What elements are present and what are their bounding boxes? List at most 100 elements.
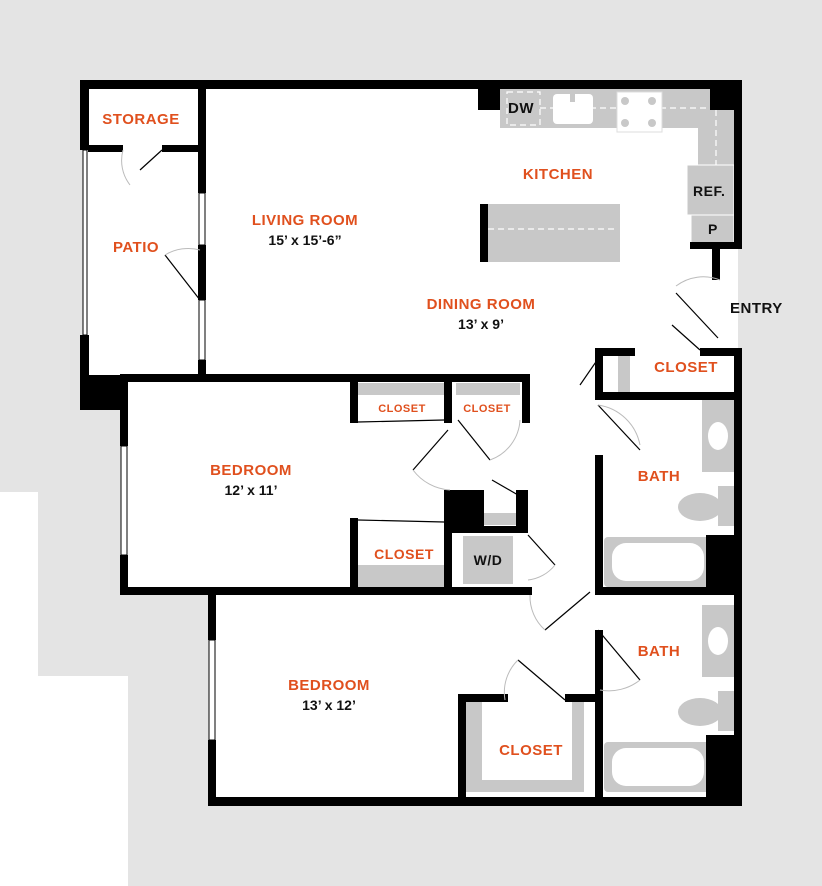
wall [478, 88, 500, 110]
entry-area [738, 280, 748, 346]
window [198, 192, 206, 246]
bath1-fixtures [604, 400, 734, 587]
door [597, 629, 641, 681]
pantry [690, 214, 735, 246]
toilet-tank [718, 691, 734, 731]
bathtub-basin [612, 543, 704, 581]
door [357, 519, 445, 523]
walls [80, 80, 742, 806]
door-swing [529, 594, 546, 631]
bath2-label: BATH [638, 643, 681, 660]
sink [708, 627, 728, 655]
wall [595, 455, 603, 595]
bathtub-basin [612, 748, 704, 786]
dining-room-size: 13’ x 9’ [458, 316, 504, 332]
wall [700, 348, 742, 356]
closet-fixtures [358, 356, 630, 792]
closet-shelf [572, 702, 584, 792]
wall [522, 378, 530, 423]
toilet [678, 698, 722, 726]
wall [706, 735, 742, 805]
window [82, 149, 88, 336]
unit-floor [84, 84, 738, 805]
closet-shelf [618, 356, 630, 392]
wall [198, 88, 206, 193]
bedroom1-closet-a-label: CLOSET [378, 403, 426, 415]
door [164, 254, 201, 301]
wall [208, 797, 742, 806]
bedroom1-closet-b-label: CLOSET [463, 403, 511, 415]
burner [621, 119, 629, 127]
wall [706, 535, 742, 587]
wall [80, 80, 742, 89]
door [597, 404, 641, 451]
wall [350, 518, 358, 593]
windows [82, 149, 216, 741]
door [579, 355, 601, 386]
wall [198, 245, 206, 300]
wall [120, 555, 128, 593]
wall [458, 694, 466, 804]
patio-label: PATIO [113, 239, 159, 256]
wall [595, 348, 635, 356]
wall [80, 80, 89, 150]
room-labels: STORAGE PATIO LIVING ROOM 15’ x 15’-6” KITCH… [102, 100, 782, 759]
wall [444, 490, 452, 590]
stove-burners [621, 97, 656, 127]
wall [565, 694, 597, 702]
wall [350, 378, 358, 423]
pantry-label: P [708, 221, 718, 237]
living-room-size: 15’ x 15’-6” [268, 232, 341, 248]
wall [120, 587, 532, 595]
dining-room-label: DINING ROOM [427, 296, 536, 313]
kitchen-label: KITCHEN [523, 166, 593, 183]
doors [121, 149, 721, 701]
door [457, 419, 491, 461]
bath2-fixtures [604, 605, 734, 792]
closet-shelf [484, 513, 524, 525]
door [357, 419, 445, 423]
burner [648, 119, 656, 127]
bedroom2-size: 13’ x 12’ [302, 697, 356, 713]
wall [458, 694, 508, 702]
bedroom2-closet-label: CLOSET [499, 742, 563, 759]
door-swing [503, 659, 519, 701]
door [527, 534, 556, 566]
wall [208, 740, 216, 805]
door [412, 429, 449, 471]
bedroom1-label: BEDROOM [210, 462, 292, 479]
sink [708, 422, 728, 450]
washer-dryer [463, 536, 513, 584]
door [675, 292, 719, 339]
living-room-label: LIVING ROOM [252, 212, 358, 229]
door-swing [599, 679, 641, 692]
burner [621, 97, 629, 105]
window [120, 445, 128, 556]
wall [516, 490, 528, 526]
wall [198, 360, 206, 380]
wall [444, 378, 452, 423]
kitchen-island [480, 204, 620, 262]
dishwasher-label: DW [508, 100, 534, 117]
wall [734, 80, 742, 248]
closet-shelf [358, 565, 444, 587]
bedroom1-size: 12’ x 11’ [225, 482, 278, 498]
wall [120, 374, 530, 382]
refrigerator-label: REF. [693, 183, 725, 199]
door [671, 324, 701, 351]
door-swing [489, 419, 521, 461]
toilet [678, 493, 722, 521]
wall [595, 587, 742, 595]
door [139, 149, 163, 171]
wall [208, 595, 216, 640]
wall [162, 145, 202, 152]
wall [710, 80, 742, 110]
wall [712, 245, 720, 280]
door-swing [412, 469, 451, 491]
wall [80, 335, 89, 410]
storage-label: STORAGE [102, 111, 179, 128]
door-swing [527, 564, 556, 581]
bedroom1-closet-c-label: CLOSET [374, 546, 434, 562]
closet-shelf [466, 702, 482, 792]
